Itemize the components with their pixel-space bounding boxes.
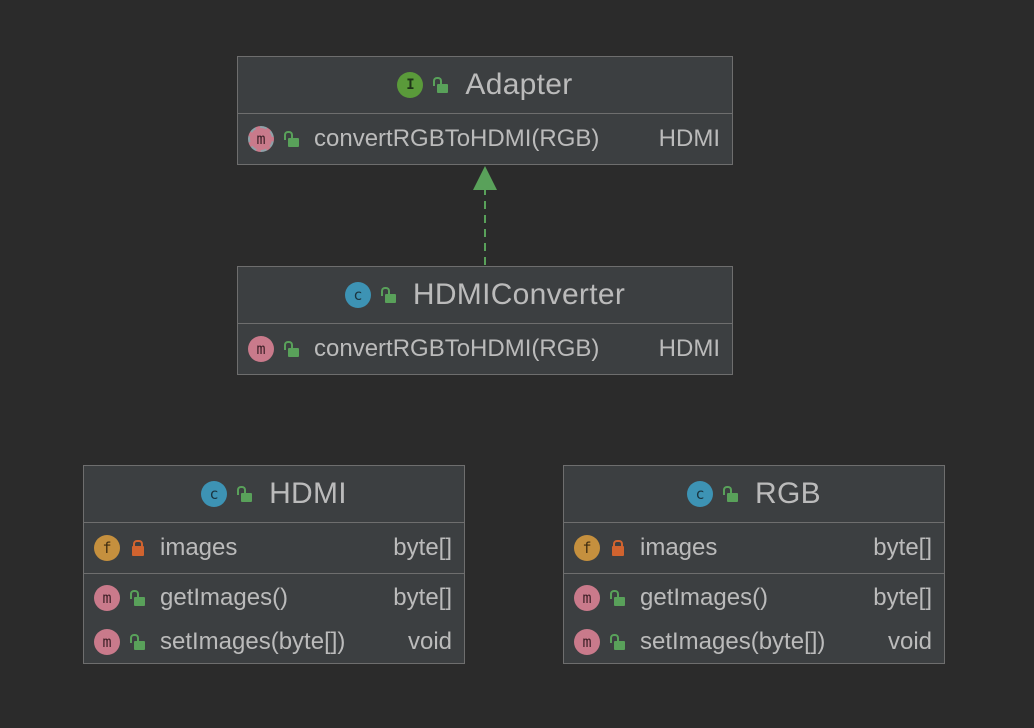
hdmi-fields: f images byte[] — [84, 523, 464, 574]
method-return-type: byte[] — [393, 584, 452, 611]
realization-arrowhead — [473, 166, 497, 190]
method-name: getImages() — [640, 584, 769, 611]
public-lock-icon — [380, 286, 397, 304]
method-badge-icon: m — [574, 585, 600, 611]
method-badge-icon: m — [94, 629, 120, 655]
method-return-type: HDMI — [658, 334, 720, 362]
private-lock-icon — [610, 539, 626, 557]
public-lock-icon — [610, 589, 626, 607]
public-lock-icon — [284, 130, 300, 148]
method-name: setImages(byte[]) — [640, 628, 826, 655]
method-badge-icon: m — [248, 335, 274, 362]
adapter-method-row[interactable]: m convertRGBToHDMI(RGB) HDMI — [238, 114, 732, 163]
rgb-method-row[interactable]: m getImages() byte[] — [564, 576, 944, 620]
hdmi-converter-header: c HDMIConverter — [238, 267, 732, 324]
public-lock-icon — [284, 340, 300, 358]
field-badge-icon: f — [94, 535, 120, 561]
method-name: convertRGBToHDMI(RGB) — [314, 334, 600, 362]
hdmi-converter-title: HDMIConverter — [412, 278, 626, 311]
hdmi-field-row[interactable]: f images byte[] — [84, 523, 464, 573]
method-return-type: byte[] — [873, 584, 932, 611]
rgb-methods: m getImages() byte[] m setImages(byte[])… — [564, 574, 944, 664]
class-badge-icon: c — [201, 481, 228, 507]
field-type: byte[] — [393, 534, 452, 561]
field-badge-icon: f — [574, 535, 600, 561]
public-lock-icon — [610, 633, 626, 651]
rgb-class-box[interactable]: c RGB f images byte[] m getImages() byte… — [563, 465, 945, 664]
adapter-title: Adapter — [465, 68, 573, 101]
public-lock-icon — [130, 589, 146, 607]
abstract-method-badge-icon: m — [248, 125, 274, 152]
hdmi-method-row[interactable]: m setImages(byte[]) void — [84, 620, 464, 664]
hdmi-title: HDMI — [269, 477, 347, 510]
hdmi-methods: m getImages() byte[] m setImages(byte[])… — [84, 574, 464, 664]
class-badge-icon: c — [687, 481, 714, 507]
method-name: convertRGBToHDMI(RGB) — [314, 124, 600, 152]
method-return-type: void — [407, 628, 452, 655]
hdmi-converter-class-box[interactable]: c HDMIConverter m convertRGBToHDMI(RGB) … — [237, 266, 733, 375]
field-name: images — [640, 534, 718, 561]
rgb-field-row[interactable]: f images byte[] — [564, 523, 944, 573]
hdmi-method-row[interactable]: m getImages() byte[] — [84, 576, 464, 620]
method-name: getImages() — [160, 584, 289, 611]
adapter-interface-box[interactable]: I Adapter m convertRGBToHDMI(RGB) HDMI — [237, 56, 733, 165]
hdmi-converter-method-row[interactable]: m convertRGBToHDMI(RGB) HDMI — [238, 324, 732, 373]
hdmi-converter-methods: m convertRGBToHDMI(RGB) HDMI — [238, 324, 732, 373]
interface-badge-icon: I — [397, 72, 424, 98]
hdmi-class-box[interactable]: c HDMI f images byte[] m getImages() byt… — [83, 465, 465, 664]
public-lock-icon — [723, 485, 739, 503]
method-name: setImages(byte[]) — [160, 628, 346, 655]
method-badge-icon: m — [94, 585, 120, 611]
public-lock-icon — [130, 633, 146, 651]
adapter-methods: m convertRGBToHDMI(RGB) HDMI — [238, 114, 732, 163]
method-return-type: void — [887, 628, 932, 655]
method-return-type: HDMI — [658, 124, 720, 152]
rgb-header: c RGB — [564, 466, 944, 523]
hdmi-header: c HDMI — [84, 466, 464, 523]
adapter-header: I Adapter — [238, 57, 732, 114]
rgb-fields: f images byte[] — [564, 523, 944, 574]
rgb-method-row[interactable]: m setImages(byte[]) void — [564, 620, 944, 664]
method-badge-icon: m — [574, 629, 600, 655]
field-type: byte[] — [873, 534, 932, 561]
public-lock-icon — [237, 485, 253, 503]
class-badge-icon: c — [344, 282, 371, 308]
rgb-title: RGB — [755, 477, 821, 510]
field-name: images — [160, 534, 238, 561]
public-lock-icon — [433, 76, 449, 94]
private-lock-icon — [130, 539, 146, 557]
